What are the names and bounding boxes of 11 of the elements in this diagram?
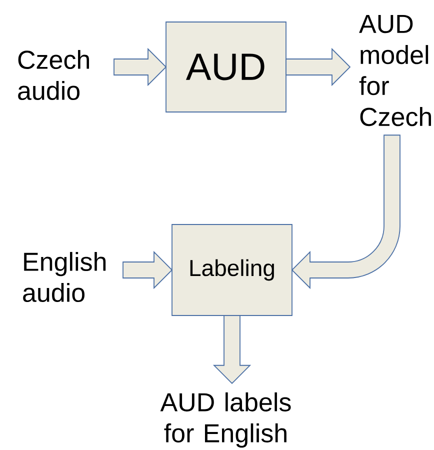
block-arrow — [286, 48, 351, 86]
process-box: Labeling — [172, 224, 292, 316]
block-arrow — [212, 315, 252, 384]
process-box: AUD — [166, 22, 286, 112]
text-label: AUD model for Czech — [359, 15, 431, 126]
block-arrow — [114, 48, 167, 86]
text-label: Czech audio — [18, 50, 89, 100]
text-label: English audio — [23, 252, 106, 302]
block-arrow — [122, 250, 173, 290]
text-label: AUD labels for English — [160, 392, 291, 448]
curved-block-arrow — [292, 134, 400, 288]
